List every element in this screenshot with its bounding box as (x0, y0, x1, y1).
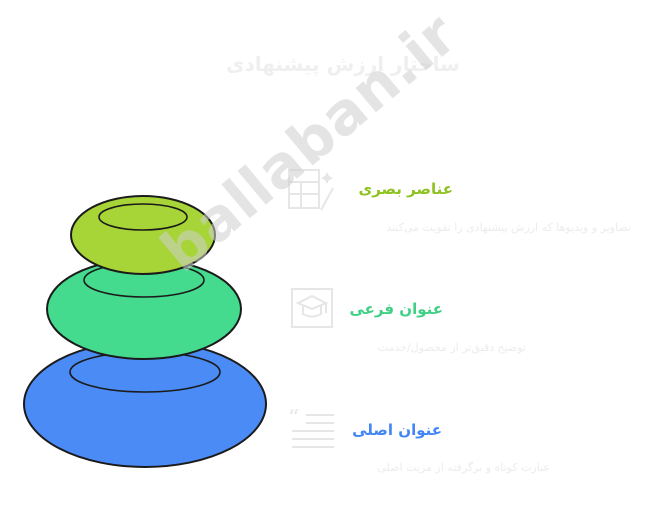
diagram-title: ساختار ارزش پیشنهادی (226, 52, 460, 76)
svg-text:“: “ (288, 409, 299, 431)
graduation-certificate-icon (291, 288, 333, 328)
desc-visual-elements: تصاویر و ویدیوها که ارزش پیشنهادی را تقو… (386, 221, 631, 234)
layout-edit-icon (288, 169, 334, 211)
desc-main-title: عبارت کوتاه و برگرفته از مزیت اصلی (377, 461, 550, 474)
heading-subtitle: عنوان فرعی (349, 300, 443, 318)
ring-visual (70, 195, 216, 275)
heading-main-title: عنوان اصلی (352, 421, 442, 439)
desc-subtitle: توضیح دقیق‌تر از محصول/خدمت (377, 341, 526, 354)
quote-text-icon: “ (288, 409, 334, 448)
heading-visual-elements: عناصر بصری (358, 180, 453, 198)
